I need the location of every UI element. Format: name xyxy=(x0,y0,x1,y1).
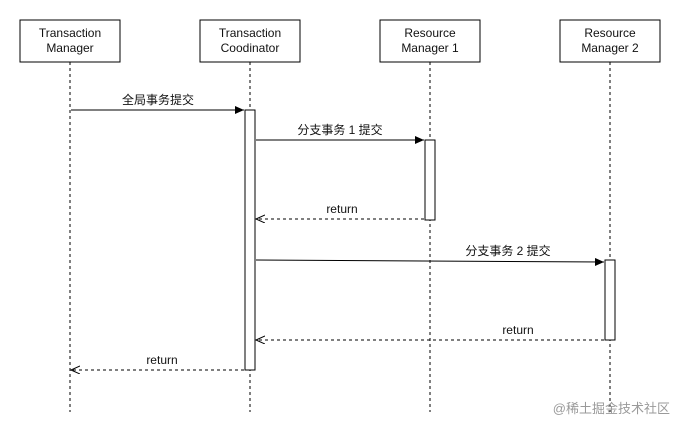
participant-resource-manager-1: Resource Manager 1 xyxy=(379,19,481,63)
message-global-commit: 全局事务提交 xyxy=(71,92,244,114)
message-branch-2-commit: 分支事务 2 提交 xyxy=(255,243,605,266)
message-return-rm2: return xyxy=(256,323,604,340)
participant-transaction-coordinator: Transaction Coodinator xyxy=(199,19,301,63)
message-branch-1-commit: 分支事务 1 提交 xyxy=(256,122,424,144)
message-label: 分支事务 1 提交 xyxy=(297,122,382,137)
message-label: return xyxy=(502,323,533,337)
participant-label-line2: Manager xyxy=(46,41,93,55)
message-label: 分支事务 2 提交 xyxy=(465,243,550,258)
participant-label-line1: Resource xyxy=(404,26,456,40)
participant-label-line1: Transaction xyxy=(39,26,101,40)
watermark-text: @稀土掘金技术社区 xyxy=(553,401,670,416)
participant-resource-manager-2: Resource Manager 2 xyxy=(559,19,661,63)
activation-bar-resource-manager-1 xyxy=(424,139,436,221)
participant-label-line2: Manager 2 xyxy=(581,41,639,55)
message-return-rm1: return xyxy=(256,202,424,219)
message-return-tm: return xyxy=(71,353,244,370)
participant-transaction-manager: Transaction Manager xyxy=(19,19,121,63)
participant-label-line2: Coodinator xyxy=(221,41,280,55)
participant-label-line1: Resource xyxy=(584,26,636,40)
activation-bar-resource-manager-2 xyxy=(604,259,616,341)
activation-bar-coordinator xyxy=(244,109,256,371)
participant-label-line1: Transaction xyxy=(219,26,281,40)
message-label: 全局事务提交 xyxy=(122,92,194,107)
participant-label-line2: Manager 1 xyxy=(401,41,459,55)
message-label: return xyxy=(326,202,357,216)
message-label: return xyxy=(146,353,177,367)
